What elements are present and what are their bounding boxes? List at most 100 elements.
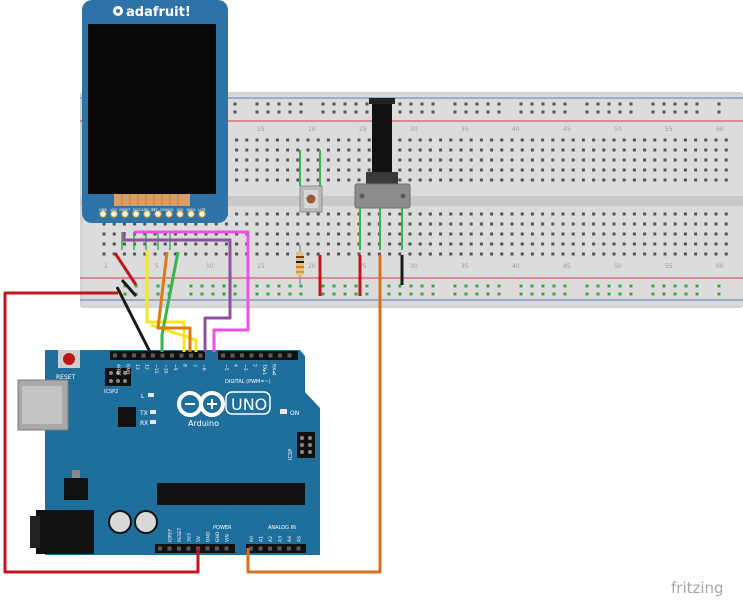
- breadboard-hole: [612, 252, 616, 256]
- breadboard-hole: [296, 242, 300, 246]
- rail-hole: [398, 292, 402, 296]
- rail-hole: [123, 292, 127, 296]
- breadboard-hole: [439, 222, 443, 226]
- breadboard-hole: [653, 242, 657, 246]
- breadboard-hole: [214, 222, 218, 226]
- rail-hole: [277, 102, 281, 106]
- breadboard-hole: [551, 138, 555, 142]
- breadboard-hole: [510, 158, 514, 162]
- breadboard-hole: [347, 138, 351, 142]
- breadboard-hole: [163, 232, 167, 236]
- breadboard-hole: [337, 252, 341, 256]
- magenta-wire: [134, 230, 250, 352]
- breadboard-hole: [541, 178, 545, 182]
- digital-pin-label: TX▸1: [261, 363, 267, 375]
- breadboard-hole: [459, 222, 463, 226]
- breadboard-hole: [439, 138, 443, 142]
- power-pin-label: 3V3: [187, 533, 193, 542]
- breadboard-hole: [592, 138, 596, 142]
- rail-hole: [354, 284, 358, 288]
- rail-hole: [662, 110, 666, 114]
- display-pin-label: RESET: [119, 208, 131, 212]
- breadboard-hole: [449, 222, 453, 226]
- column-number: 40: [512, 126, 520, 133]
- analog-pin-label: A4: [287, 536, 293, 542]
- header-hole: [141, 353, 146, 358]
- rail-hole: [387, 284, 391, 288]
- push-button: [299, 185, 323, 213]
- breadboard-hole: [347, 242, 351, 246]
- rail-hole: [277, 110, 281, 114]
- analog-pin-label: A3: [278, 536, 284, 542]
- breadboard-hole: [724, 138, 728, 142]
- breadboard-hole: [653, 232, 657, 236]
- rail-hole: [673, 102, 677, 106]
- rail-hole: [541, 110, 545, 114]
- breadboard-hole: [673, 242, 677, 246]
- column-number: 50: [614, 263, 622, 270]
- breadboard-hole: [500, 222, 504, 226]
- breadboard-hole: [694, 212, 698, 216]
- analog-pin-label: A0: [249, 536, 255, 542]
- breadboard-hole: [571, 138, 575, 142]
- breadboard-hole: [530, 158, 534, 162]
- rail-hole: [695, 284, 699, 288]
- breadboard-hole: [316, 222, 320, 226]
- breadboard-hole: [214, 252, 218, 256]
- breadboard-hole: [541, 168, 545, 172]
- ribbon-traces: [121, 194, 179, 206]
- power-header: [155, 544, 235, 553]
- rail-hole: [321, 102, 325, 106]
- breadboard-hole: [479, 252, 483, 256]
- breadboard-hole: [143, 232, 147, 236]
- rail-hole: [464, 110, 468, 114]
- breadboard-hole: [673, 222, 677, 226]
- breadboard-hole: [367, 242, 371, 246]
- rail-hole: [552, 292, 556, 296]
- rail-hole: [618, 292, 622, 296]
- rail-hole: [409, 284, 413, 288]
- breadboard-hole: [286, 252, 290, 256]
- breadboard-hole: [632, 178, 636, 182]
- rail-hole: [684, 284, 688, 288]
- breadboard-hole: [347, 158, 351, 162]
- rail-hole: [398, 110, 402, 114]
- red-wire-vcc: [113, 252, 138, 286]
- rail-hole: [497, 292, 501, 296]
- breadboard-hole: [530, 232, 534, 236]
- breadboard-hole: [316, 252, 320, 256]
- rail-hole: [387, 292, 391, 296]
- header-hole: [249, 546, 253, 551]
- rail-hole: [288, 284, 292, 288]
- header-hole: [258, 546, 263, 551]
- rx-led-label: RX: [140, 420, 148, 427]
- digital-pin-label: 4: [233, 364, 239, 367]
- breadboard-hole: [398, 212, 402, 216]
- breadboard-hole: [204, 222, 208, 226]
- rail-hole: [321, 110, 325, 114]
- breadboard-hole: [510, 138, 514, 142]
- breadboard-hole: [418, 168, 422, 172]
- breadboard-hole: [520, 252, 524, 256]
- breadboard-hole: [571, 178, 575, 182]
- breadboard-hole: [184, 242, 188, 246]
- rail-hole: [332, 102, 336, 106]
- breadboard-hole: [683, 222, 687, 226]
- breadboard-hole: [102, 232, 106, 236]
- breadboard-hole: [612, 212, 616, 216]
- breadboard-hole: [673, 212, 677, 216]
- dc-jack: [36, 510, 94, 554]
- digital-header: [218, 351, 298, 360]
- rail-hole: [607, 284, 611, 288]
- breadboard-hole: [337, 178, 341, 182]
- breadboard-hole: [530, 222, 534, 226]
- header-hole: [160, 353, 165, 358]
- breadboard-hole: [286, 148, 290, 152]
- breadboard-hole: [337, 242, 341, 246]
- analog-pin-label: A1: [259, 536, 265, 542]
- breadboard-hole: [653, 138, 657, 142]
- breadboard-hole: [541, 222, 545, 226]
- rail-hole: [662, 102, 666, 106]
- breadboard-hole: [122, 242, 126, 246]
